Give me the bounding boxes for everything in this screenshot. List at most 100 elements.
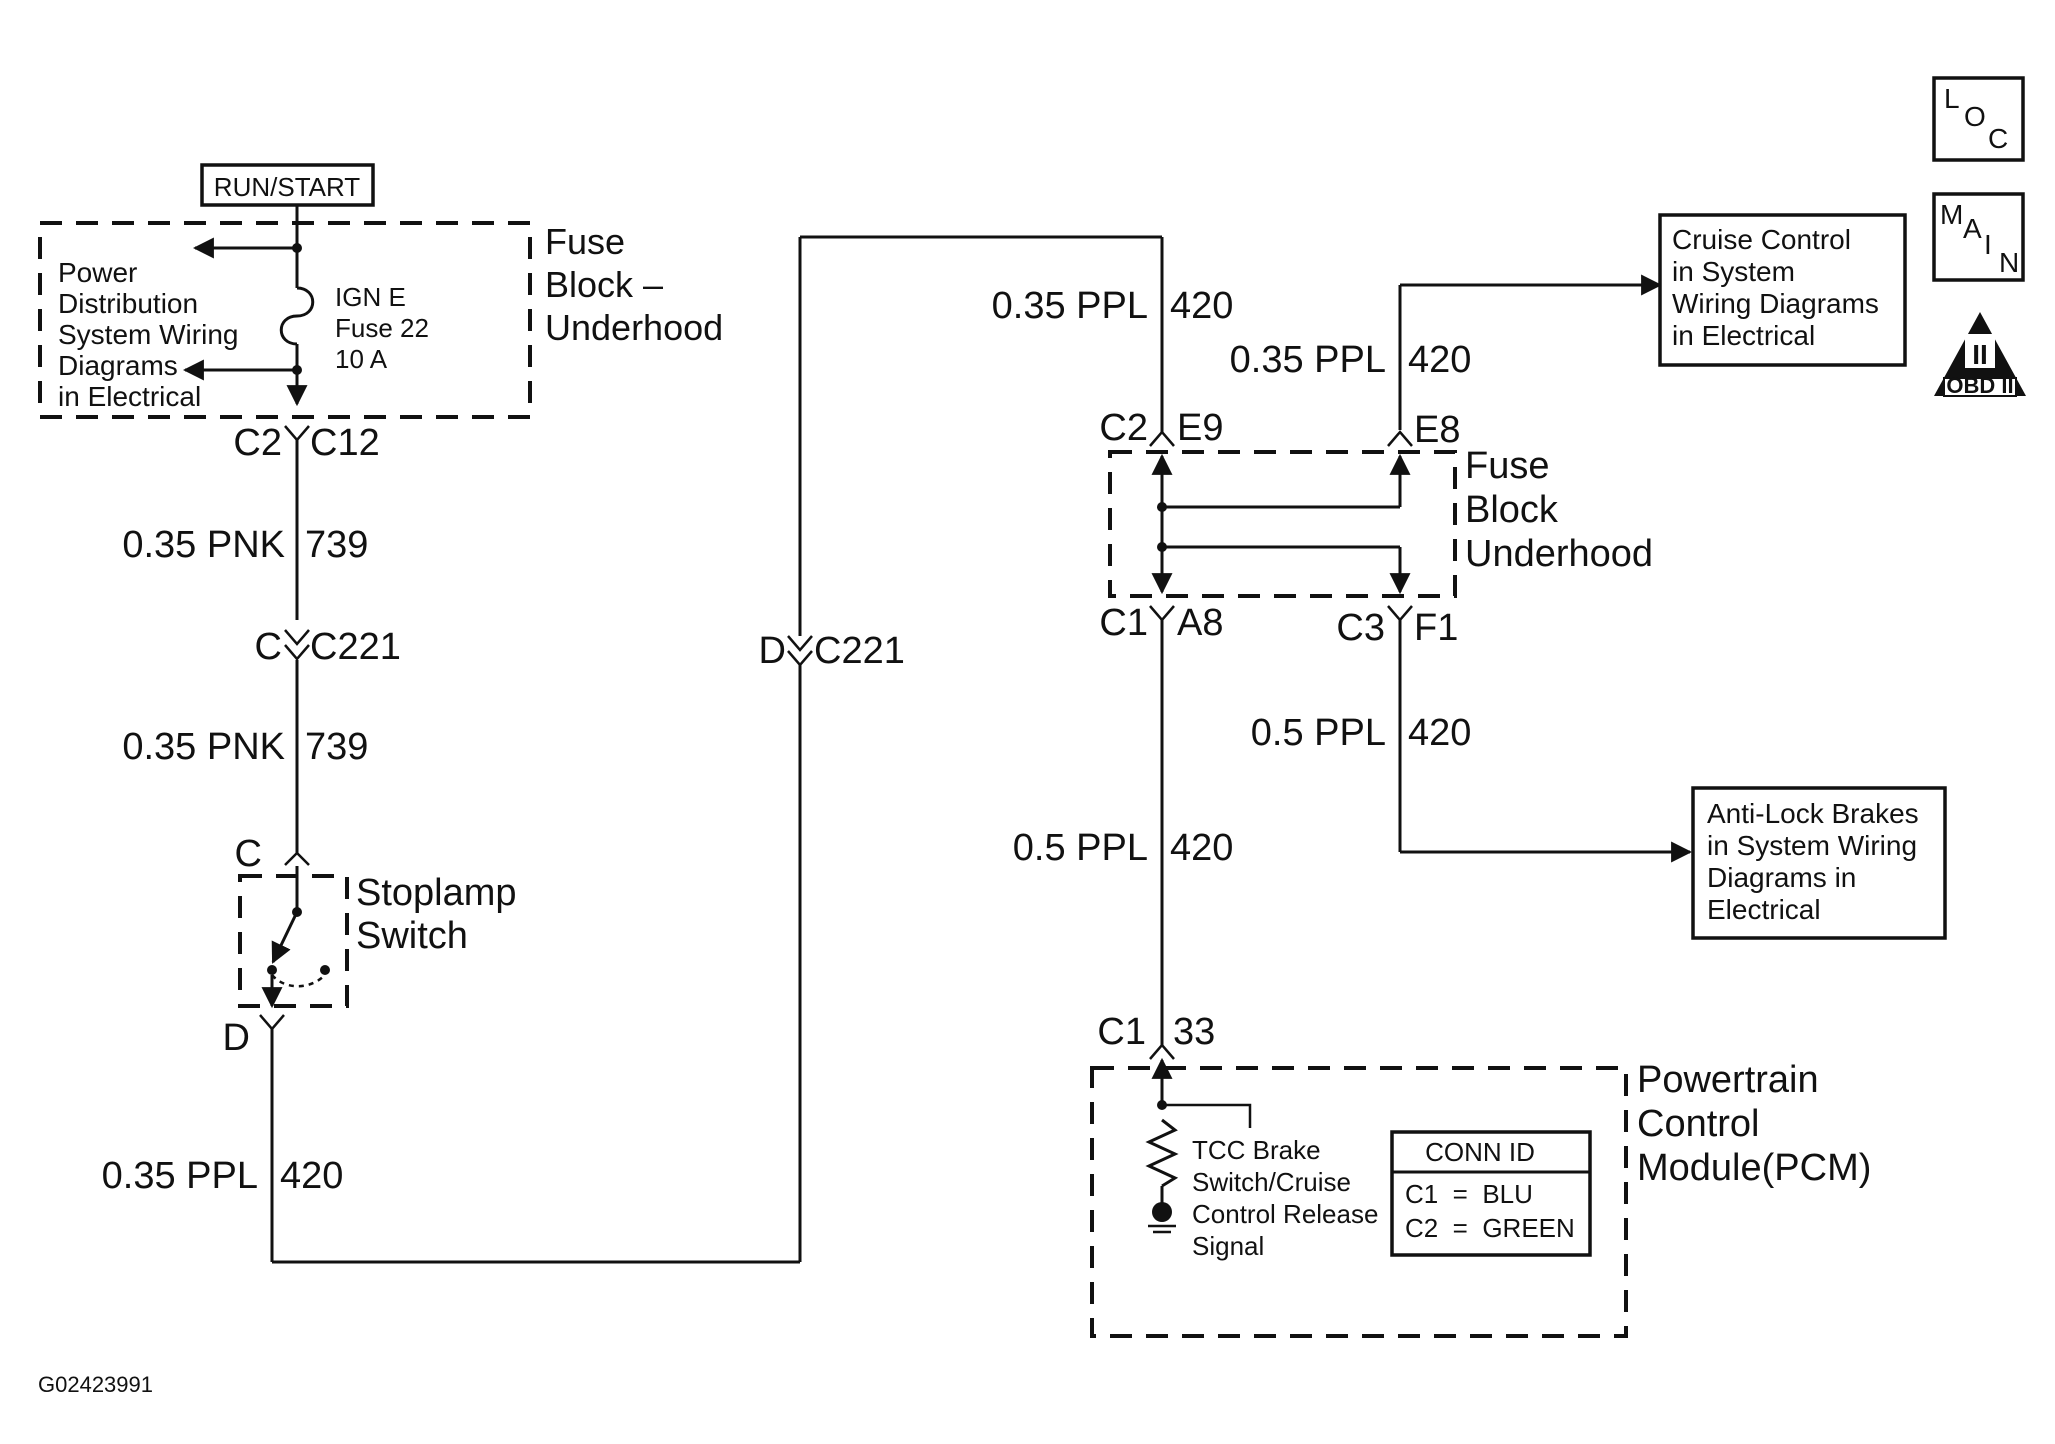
wire-ppl-mid-circuit: 420 [1170, 285, 1233, 327]
conn-id-table: CONN ID C1 = BLU C2 = GREEN [1390, 1130, 1592, 1257]
connector-c3-f1-icon [1387, 605, 1413, 622]
wire-ppl-bottom-circuit: 420 [280, 1155, 343, 1197]
main-icon-letter-4: N [1999, 247, 2019, 278]
abs-ref-line-2: in System Wiring [1707, 830, 1917, 861]
power-note-line-3: System Wiring [58, 319, 238, 350]
wire-05-right-gauge: 0.5 PPL [1251, 712, 1386, 754]
conn-c1-a8-right: A8 [1177, 602, 1223, 644]
wire-ppl-bottom-gauge: 0.35 PPL [102, 1155, 258, 1197]
conn-id-row-2: C2 = GREEN [1405, 1213, 1575, 1243]
wire-ppl-right-gauge: 0.35 PPL [1230, 339, 1386, 381]
connector-c1-a8-icon [1149, 605, 1175, 622]
obd-icon[interactable]: II OBD II [1934, 312, 2026, 398]
conn-c-c221-left: C [255, 626, 282, 668]
conn-c-c221-right: C221 [310, 626, 401, 668]
conn-c2-e9-right: E9 [1177, 407, 1223, 449]
connector-c1-33-icon [1149, 1043, 1175, 1060]
ground-icon [1152, 1202, 1172, 1222]
obd-icon-roman: II [1972, 339, 1988, 370]
fuse-label-1: IGN E [335, 282, 406, 312]
fuse-block-mid-title-3: Underhood [1465, 533, 1653, 575]
pcm-module: C1 33 TCC Brake Switch/Cruise Control Re… [1090, 1011, 1871, 1338]
conn-c2-e9-left: C2 [1099, 407, 1148, 449]
stoplamp-title-2: Switch [356, 915, 468, 957]
stoplamp-pin-c: C [235, 833, 262, 875]
power-note-line-5: in Electrical [58, 381, 201, 412]
middle-circuit: D C221 0.35 PPL 420 [759, 235, 1233, 1262]
main-icon-letter-3: I [1984, 229, 1992, 260]
main-icon-letter-2: A [1963, 213, 1982, 244]
connector-d-c221-icon [787, 635, 813, 667]
pcm-title-2: Control [1637, 1103, 1760, 1145]
pcm-signal-line-1: TCC Brake [1192, 1135, 1321, 1165]
power-note-line-2: Distribution [58, 288, 198, 319]
loc-icon-letter-2: O [1964, 101, 1986, 132]
loc-icon-letter-1: L [1944, 83, 1960, 114]
cruise-ref-line-2: in System [1672, 256, 1795, 287]
fuse-block-mid-title-1: Fuse [1465, 445, 1549, 487]
abs-ref-line-3: Diagrams in [1707, 862, 1856, 893]
abs-ref-line-1: Anti-Lock Brakes [1707, 798, 1919, 829]
cruise-ref-line-1: Cruise Control [1672, 224, 1851, 255]
conn-c3-f1-left: C3 [1336, 607, 1385, 649]
loc-icon-letter-3: C [1988, 123, 2008, 154]
conn-e8-right: E8 [1414, 409, 1460, 451]
connector-c-c221-icon [284, 629, 310, 661]
resistor-icon [1145, 1118, 1179, 1188]
connector-c2-c12-icon [284, 425, 310, 442]
loc-icon[interactable]: L O C [1932, 76, 2025, 162]
conn-c3-f1-right: F1 [1414, 607, 1458, 649]
pcm-title-3: Module(PCM) [1637, 1147, 1871, 1189]
abs-ref-line-4: Electrical [1707, 894, 1821, 925]
conn-c2-c12-left: C2 [233, 422, 282, 464]
connector-stoplamp-d-icon [259, 1014, 285, 1031]
conn-c1-a8-left: C1 [1099, 602, 1148, 644]
fuse-block-mid: C2 E9 0.35 PPL 420 E8 Fuse Block Underho… [1013, 274, 1693, 1045]
wire-ppl-mid-gauge: 0.35 PPL [992, 285, 1148, 327]
obd-icon-label: OBD II [1946, 373, 2013, 398]
fuse-label-3: 10 A [335, 344, 388, 374]
conn-id-header: CONN ID [1425, 1137, 1535, 1167]
wire-pnk-2-circuit: 739 [305, 726, 368, 768]
conn-c2-c12-right: C12 [310, 422, 380, 464]
fuse-block-top: Power Distribution System Wiring Diagram… [38, 205, 723, 419]
wire-pnk-2-gauge: 0.35 PNK [122, 726, 285, 768]
conn-d-c221-right: C221 [814, 630, 905, 672]
stoplamp-switch-arm [271, 911, 299, 964]
main-icon-letter-1: M [1940, 199, 1963, 230]
pcm-signal-line-4: Signal [1192, 1231, 1264, 1261]
pcm-signal-line-2: Switch/Cruise [1192, 1167, 1351, 1197]
power-note-line-4: Diagrams [58, 350, 178, 381]
connector-e8-icon [1387, 430, 1413, 447]
connector-stoplamp-c-icon [284, 851, 310, 866]
cruise-ref-line-4: in Electrical [1672, 320, 1815, 351]
fuse-label-2: Fuse 22 [335, 313, 429, 343]
wire-05-left-circuit: 420 [1170, 827, 1233, 869]
power-note-line-1: Power [58, 257, 137, 288]
wire-pnk-1-circuit: 739 [305, 524, 368, 566]
connector-c2-e9-icon [1149, 430, 1175, 447]
fuse-block-top-title-3: Underhood [545, 307, 723, 348]
cruise-ref-line-3: Wiring Diagrams [1672, 288, 1879, 319]
cruise-control-reference[interactable]: Cruise Control in System Wiring Diagrams… [1658, 213, 1907, 367]
conn-c1-33-left: C1 [1097, 1011, 1146, 1053]
fuse-block-mid-title-2: Block [1465, 489, 1559, 531]
wire-05-left-gauge: 0.5 PPL [1013, 827, 1148, 869]
wire-pnk-1-gauge: 0.35 PNK [122, 524, 285, 566]
conn-c1-33-right: 33 [1173, 1011, 1215, 1053]
left-circuit: C2 C12 0.35 PNK 739 C C221 0.35 PNK 739 … [102, 422, 800, 1264]
wire-05-right-circuit: 420 [1408, 712, 1471, 754]
figure-id: G02423991 [38, 1372, 153, 1397]
pcm-title-1: Powertrain [1637, 1059, 1819, 1101]
stoplamp-switch-box [238, 874, 349, 1008]
fuse-block-top-title-2: Block – [545, 264, 663, 305]
stoplamp-pin-d: D [223, 1017, 250, 1059]
main-icon[interactable]: M A I N [1932, 192, 2025, 282]
fuse-symbol-icon [279, 286, 315, 346]
stoplamp-title-1: Stoplamp [356, 872, 517, 914]
anti-lock-brakes-reference[interactable]: Anti-Lock Brakes in System Wiring Diagra… [1691, 786, 1947, 940]
svg-text:RUN/START: RUN/START [214, 172, 360, 202]
wire-ppl-right-circuit: 420 [1408, 339, 1471, 381]
pcm-signal-line-3: Control Release [1192, 1199, 1378, 1229]
